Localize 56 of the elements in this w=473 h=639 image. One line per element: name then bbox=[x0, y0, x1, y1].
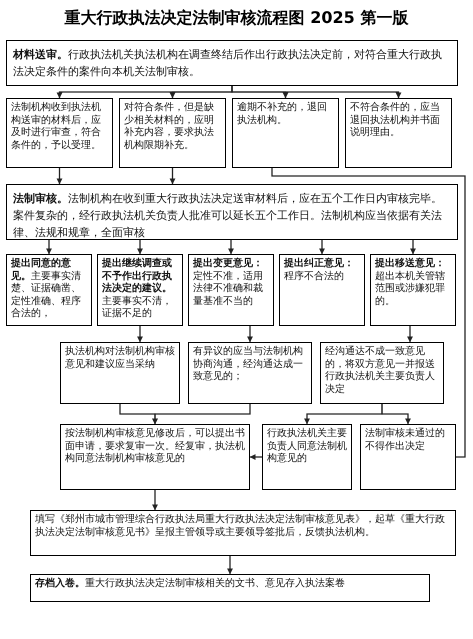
box-text: 按法制机构审核意见修改后，可以提出书面申请，要求复审一次。经复审，执法机构同意法制机构审核意见的 bbox=[65, 428, 245, 466]
process-box bbox=[60, 342, 180, 404]
process-box bbox=[6, 98, 113, 168]
box-text: 提出继续调查或不予作出行政执法决定的建议。主要事实不清，证据不足的 bbox=[102, 258, 173, 320]
arrow bbox=[250, 454, 262, 460]
process-box bbox=[188, 254, 274, 326]
arrow bbox=[152, 490, 158, 510]
box-text: 提出移送意见：超出本机关管辖范围或涉嫌犯罪的。 bbox=[375, 258, 446, 308]
process-box bbox=[60, 424, 250, 490]
arrow bbox=[137, 240, 143, 254]
box-text: 行政执法机关主要负责人同意法制机构意见的 bbox=[267, 428, 347, 466]
box-text: 存档入卷。重大行政执法决定法制审核相关的文书、意见存入执法案卷 bbox=[35, 578, 346, 590]
arrow bbox=[227, 556, 233, 574]
arrow bbox=[46, 240, 52, 254]
box-text: 对符合条件，但是缺少相关材料的，应明补充内容，要求执法机构限期补充。 bbox=[124, 102, 215, 152]
arrow bbox=[319, 240, 325, 254]
box-text: 法制审核。法制机构在收到重大行政执法决定送审材料后，应在五个工作日内审核完毕。案件复杂的，经行政执法机关负责人批准可以延长五个工作日。法制机构应当依据有关法律、法规和规章，全面审核 bbox=[13, 191, 443, 242]
box-text: 填写《郑州市城市管理综合行政执法局重大行政执法决定法制审核意见表》，起草《重大行政执法决定法制审核意见书》呈报主管领导或主要领导签批后，反馈执法机构。 bbox=[35, 514, 446, 539]
process-box bbox=[345, 98, 452, 168]
connector-line bbox=[271, 168, 466, 458]
process-box bbox=[262, 424, 352, 490]
process-box bbox=[6, 254, 92, 326]
box-text: 材料送审。行政执法机关执法机构在调查终结后作出行政执法决定前，对符合重大行政执法决定条件的案件向本机关法制审核。 bbox=[13, 47, 443, 80]
box-text: 法制机构收到执法机构送审的材料后，应及时进行审查，符合条件的，予以受理。 bbox=[11, 102, 102, 152]
process-box bbox=[6, 184, 458, 240]
process-box bbox=[30, 510, 456, 556]
process-box bbox=[30, 574, 430, 602]
arrow bbox=[56, 168, 62, 184]
box-text: 不符合条件的，应当退回执法机构并书面说明理由。 bbox=[350, 102, 441, 140]
box-text: 有异议的应当与法制机构协商沟通，经沟通达成一致意见的； bbox=[193, 346, 304, 384]
box-text: 执法机构对法制机构审核意见和建议应当采纳 bbox=[65, 346, 175, 371]
arrow bbox=[410, 240, 416, 254]
arrow bbox=[407, 326, 413, 342]
arrow bbox=[152, 404, 251, 424]
arrow bbox=[170, 168, 176, 184]
arrow bbox=[247, 326, 253, 342]
arrow bbox=[228, 240, 234, 254]
process-box bbox=[6, 40, 458, 86]
box-text: 提出纠正意见：程序不合法的 bbox=[284, 258, 355, 283]
box-text: 经沟通达不成一致意见的，将双方意见一并报送行政执法机关主要负责人决定 bbox=[325, 346, 436, 396]
box-text: 提出变更意见：定性不准，适用法律不准确和裁量基准不当的 bbox=[193, 258, 264, 308]
arrow bbox=[381, 404, 411, 424]
process-box bbox=[360, 424, 456, 490]
process-box bbox=[232, 98, 339, 168]
arrow bbox=[137, 326, 143, 342]
process-box bbox=[320, 342, 444, 404]
process-box bbox=[97, 254, 183, 326]
process-box bbox=[119, 98, 226, 168]
box-text: 法制审核未通过的不得作出决定 bbox=[365, 428, 446, 453]
diagram-title: 重大行政执法决定法制审核流程图 2025 第一版 bbox=[64, 8, 410, 29]
arrow bbox=[231, 86, 402, 98]
process-box bbox=[188, 342, 312, 404]
box-text: 逾期不补充的，退回执法机构。 bbox=[237, 102, 328, 127]
process-box bbox=[279, 254, 365, 326]
box-text: 提出同意的意见。主要事实清楚、证据确凿、定性准确、程序合法的， bbox=[11, 258, 82, 320]
process-box bbox=[370, 254, 456, 326]
